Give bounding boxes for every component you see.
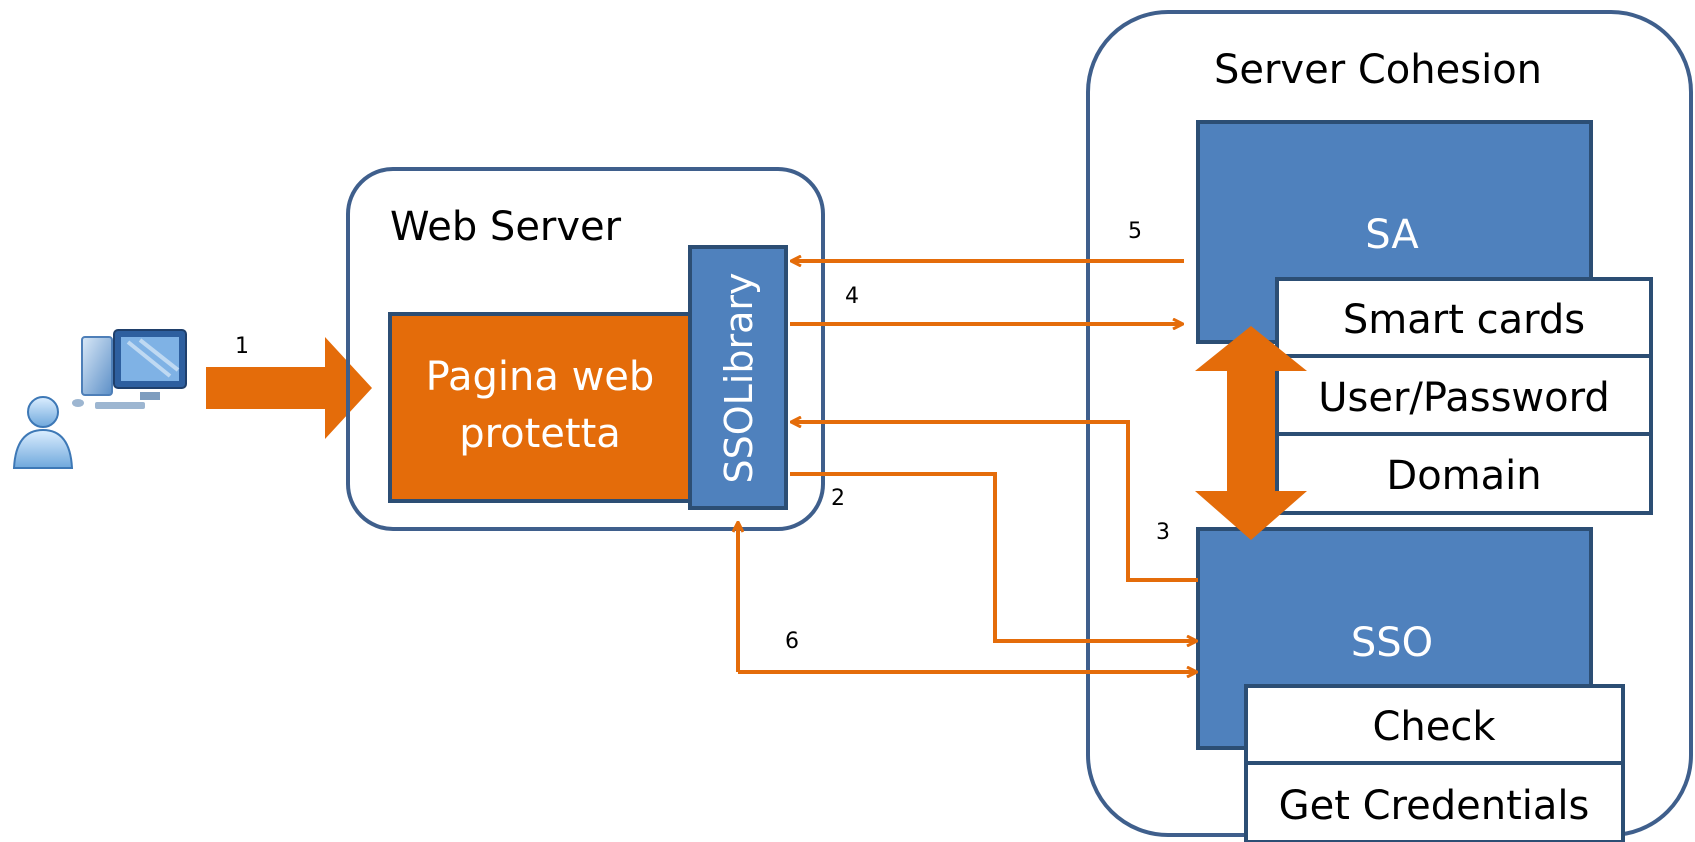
sso-function-get-credentials	[1244, 761, 1625, 842]
sa-method-domain	[1275, 432, 1653, 515]
step-1-label: 1	[235, 334, 249, 359]
arrow-step-2	[790, 472, 1196, 641]
server-cohesion-title: Server Cohesion	[1214, 47, 1542, 93]
sso-function-check	[1244, 684, 1625, 765]
step-3-label: 3	[1156, 520, 1170, 545]
protected-page-label-line2: protetta	[459, 411, 621, 457]
sa-method-label: Smart cards	[1343, 297, 1585, 343]
sa-method-label: User/Password	[1318, 375, 1609, 421]
sa-sso-double-arrow	[1195, 326, 1307, 540]
sso-library-label: SSOLibrary	[717, 272, 761, 483]
web-server-title: Web Server	[390, 204, 622, 250]
web-server-container	[346, 167, 825, 531]
sso-function-label: Check	[1372, 704, 1496, 750]
user-computer-icon	[12, 329, 187, 469]
step-2-label: 2	[831, 486, 845, 511]
sso-function-label: Get Credentials	[1279, 783, 1590, 829]
step-6-label: 6	[785, 629, 799, 654]
step-4-label: 4	[845, 284, 859, 309]
sa-methods-list: Smart cards User/Password Domain	[1275, 277, 1653, 515]
step-5-label: 5	[1128, 219, 1142, 244]
sa-method-smart-cards	[1275, 277, 1653, 358]
sa-method-user-password	[1275, 354, 1653, 436]
arrow-step-1	[206, 337, 372, 439]
sso-library-box	[688, 245, 788, 510]
arrow-step-3	[792, 422, 1198, 582]
sa-label: SA	[1365, 212, 1419, 258]
sa-method-label: Domain	[1386, 453, 1541, 499]
sso-label: SSO	[1351, 620, 1433, 666]
sso-functions-list: Check Get Credentials	[1244, 684, 1625, 842]
protected-page-box	[388, 312, 692, 503]
protected-page-label-line1: Pagina web	[426, 354, 655, 400]
